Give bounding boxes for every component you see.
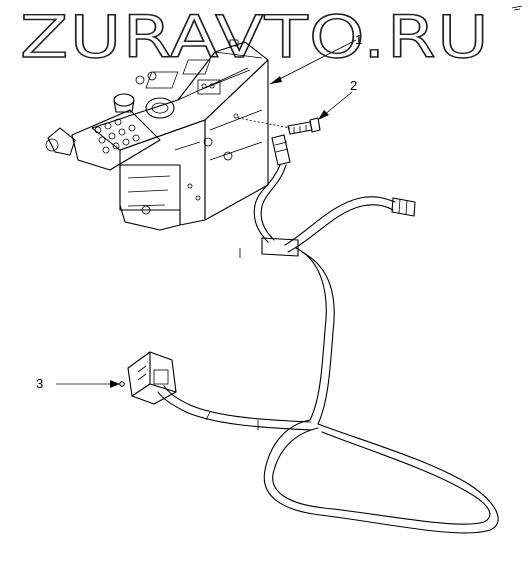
watermark-text: ZURAVTO.RU	[20, 3, 490, 71]
callout-label-2: 2	[350, 78, 357, 93]
screw-and-connector	[119, 351, 177, 405]
control-panel-assembly	[45, 39, 269, 231]
corner-mark	[511, 5, 523, 11]
wiring-harness	[157, 134, 499, 534]
callout-label-1: 1	[355, 32, 362, 47]
bolt-part	[237, 117, 321, 135]
callout-label-3: 3	[36, 376, 43, 391]
callout-leaders	[56, 39, 357, 388]
